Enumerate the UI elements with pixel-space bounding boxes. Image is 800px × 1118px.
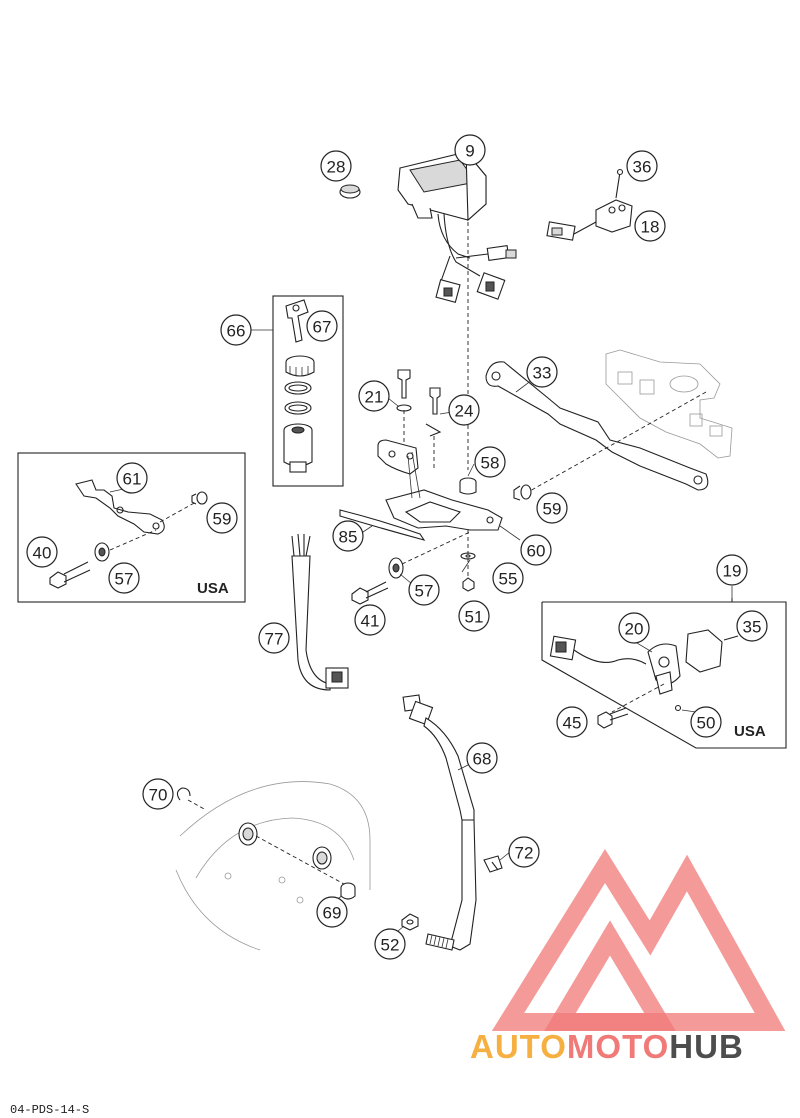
callout-70: 70 [142, 778, 174, 810]
callout-9: 9 [454, 134, 486, 166]
svg-text:18: 18 [641, 218, 660, 237]
bolts-21-24 [396, 369, 442, 470]
nut-52 [401, 913, 419, 931]
svg-text:69: 69 [323, 904, 342, 923]
speedometer-part [397, 150, 517, 470]
svg-text:51: 51 [465, 608, 484, 627]
usa-label-left: USA [197, 580, 229, 597]
washer-nut [460, 530, 476, 592]
svg-text:28: 28 [327, 158, 346, 177]
svg-text:72: 72 [515, 844, 534, 863]
watermark-moto: MOTO [566, 1028, 670, 1065]
svg-text:59: 59 [213, 510, 232, 529]
callout-40: 40 [26, 536, 58, 568]
svg-text:66: 66 [227, 322, 246, 341]
bracket-60 [339, 439, 503, 541]
usa-box-left [17, 452, 246, 603]
switch-part [546, 168, 633, 241]
bolt-41 [351, 531, 471, 605]
callout-77: 77 [258, 622, 290, 654]
callout-60: 60 [520, 534, 552, 566]
svg-text:85: 85 [339, 528, 358, 547]
svg-text:50: 50 [697, 714, 716, 733]
usa-label-right: USA [734, 723, 766, 740]
bracket-part [485, 349, 733, 493]
watermark-auto: AUTO [470, 1028, 567, 1065]
callout-68: 68 [466, 742, 498, 774]
callout-35: 35 [736, 610, 768, 642]
callout-59-left: 59 [206, 502, 238, 534]
cable-68 [402, 694, 477, 951]
svg-text:60: 60 [527, 542, 546, 561]
svg-text:35: 35 [743, 618, 762, 637]
callout-69: 69 [316, 896, 348, 928]
svg-text:9: 9 [465, 142, 474, 161]
svg-text:58: 58 [481, 454, 500, 473]
svg-text:21: 21 [365, 388, 384, 407]
grommet-59-right [513, 484, 532, 501]
callout-85: 85 [332, 520, 364, 552]
callout-18: 18 [634, 210, 666, 242]
watermark-hub: HUB [669, 1028, 744, 1065]
svg-text:55: 55 [499, 570, 518, 589]
svg-text:52: 52 [381, 936, 400, 955]
svg-text:70: 70 [149, 786, 168, 805]
cable-77 [291, 533, 349, 691]
svg-text:68: 68 [473, 750, 492, 769]
svg-text:61: 61 [123, 470, 142, 489]
svg-text:40: 40 [33, 544, 52, 563]
callout-21: 21 [358, 380, 390, 412]
callout-20: 20 [618, 612, 650, 644]
watermark-logo [491, 848, 786, 1031]
svg-text:77: 77 [265, 630, 284, 649]
clip-72 [483, 855, 503, 873]
callout-52: 52 [374, 928, 406, 960]
callout-57-center: 57 [408, 574, 440, 606]
svg-text:24: 24 [455, 402, 474, 421]
svg-text:36: 36 [633, 158, 652, 177]
cap-part [339, 184, 361, 199]
callout-50: 50 [690, 706, 722, 738]
callout-45: 45 [556, 706, 588, 738]
footer-code: 04-PDS-14-S [10, 1103, 90, 1117]
callout-41: 41 [354, 604, 386, 636]
callout-33: 33 [526, 356, 558, 388]
callout-57-left: 57 [108, 562, 140, 594]
rubber-part-58 [459, 477, 477, 495]
callout-51: 51 [458, 600, 490, 632]
watermark-text: AUTOMOTOHUB [470, 1028, 744, 1066]
callout-67: 67 [306, 310, 338, 342]
svg-text:33: 33 [533, 364, 552, 383]
svg-text:19: 19 [723, 562, 742, 581]
svg-text:20: 20 [625, 620, 644, 639]
callout-59-right: 59 [536, 492, 568, 524]
callout-55: 55 [492, 562, 524, 594]
callout-36: 36 [626, 150, 658, 182]
svg-text:57: 57 [115, 570, 134, 589]
wheel-hub [175, 781, 371, 951]
callout-24: 24 [448, 394, 480, 426]
callout-61: 61 [116, 462, 148, 494]
ignition-lock-box [250, 295, 344, 487]
svg-text:59: 59 [543, 500, 562, 519]
svg-text:57: 57 [415, 582, 434, 601]
svg-text:67: 67 [313, 318, 332, 337]
svg-text:41: 41 [361, 612, 380, 631]
callout-19: 19 [716, 554, 748, 586]
callout-72: 72 [508, 836, 540, 868]
callout-28: 28 [320, 150, 352, 182]
callout-58: 58 [474, 446, 506, 478]
svg-text:45: 45 [563, 714, 582, 733]
callout-66: 66 [220, 314, 252, 346]
usa-box-right [541, 586, 787, 749]
